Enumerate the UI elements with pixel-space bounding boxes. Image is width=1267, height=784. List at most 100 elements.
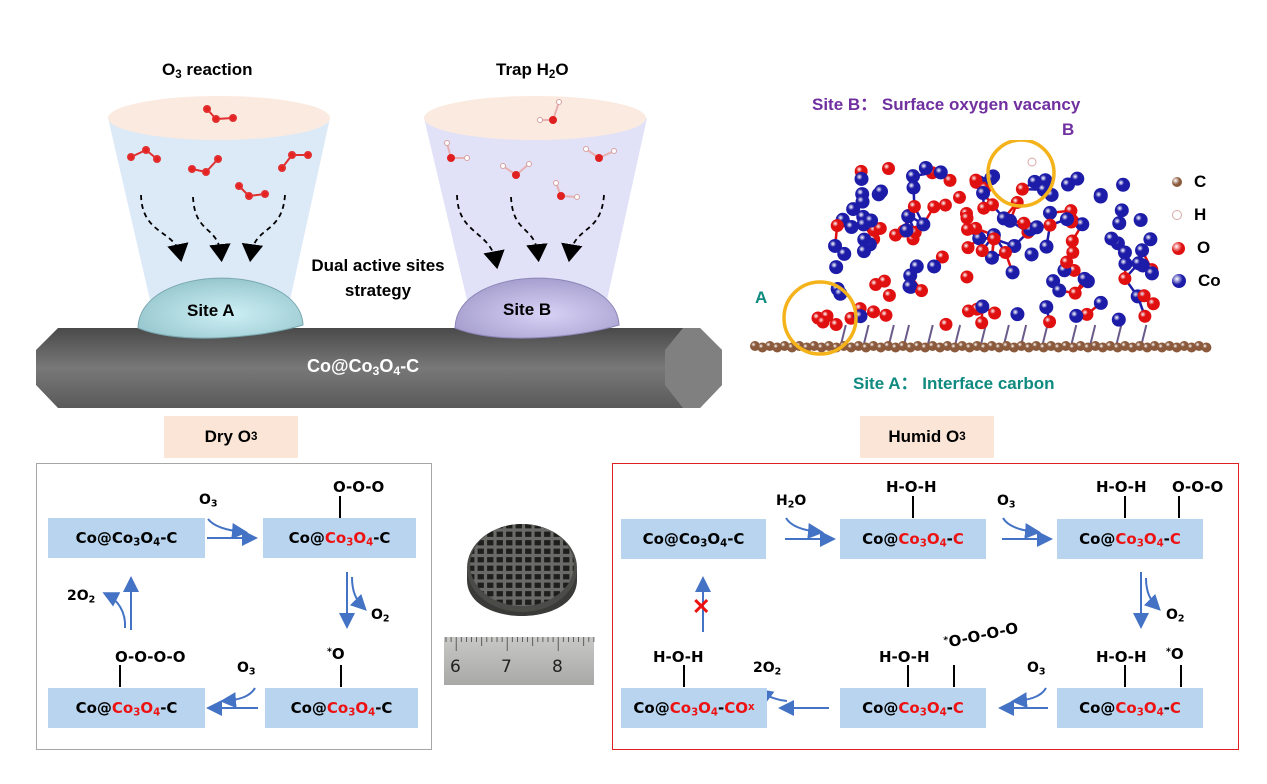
humid-water-1: H-O-H	[886, 478, 937, 496]
blocked-cross-icon: ✕	[692, 594, 711, 619]
oxygen-atom	[969, 173, 983, 187]
oxygen-atom	[988, 306, 1002, 320]
oxygen-atom	[1146, 297, 1160, 311]
cobalt-atom	[1114, 203, 1129, 218]
oxygen-atom	[975, 244, 989, 258]
cobalt-atom	[1143, 232, 1158, 247]
atom-c-icon	[1172, 177, 1182, 187]
oxygen-atom	[935, 250, 949, 264]
carbon-atom	[1083, 342, 1093, 353]
carbon-atom	[898, 341, 908, 351]
cobalt-atom	[1118, 256, 1133, 271]
cobalt-atom	[857, 232, 872, 247]
cobalt-atom	[1112, 216, 1127, 231]
site-a-title: Site A： Interface carbon	[853, 374, 1055, 393]
oxygen-atom	[1017, 216, 1031, 230]
marker-a: A	[755, 288, 768, 307]
humid-state-box: Co@Co3O4-C	[840, 688, 986, 728]
oxygen-atom	[829, 318, 843, 332]
ruler	[444, 637, 594, 685]
humid-cycle-panel	[612, 463, 1239, 750]
cobalt-atom	[1039, 300, 1054, 315]
humid-water-5: H-O-H	[653, 648, 704, 666]
cobalt-atom	[899, 223, 914, 238]
cobalt-atom	[1077, 271, 1092, 286]
cobalt-atom	[976, 186, 991, 201]
dry-ozone-adsorbate: O-O-O	[333, 478, 385, 496]
carbon-atom	[846, 342, 857, 353]
carbon-atom	[1157, 342, 1167, 353]
dry-o3-reactant-2: O3	[237, 660, 256, 678]
carbon-atom	[1097, 342, 1108, 353]
carbon-atom	[779, 341, 790, 351]
carbon-atom	[1127, 342, 1138, 353]
cobalt-atom	[1144, 266, 1159, 281]
carbon-atom	[935, 342, 945, 353]
carbon-atom	[764, 341, 775, 351]
cobalt-atom	[905, 169, 920, 184]
cobalt-atom	[846, 202, 861, 217]
carbon-atom	[853, 341, 864, 351]
carbon-atom	[816, 342, 827, 353]
cobalt-atom	[856, 244, 871, 259]
dry-atomic-o: *O	[327, 645, 345, 663]
ruler-label: 6	[450, 657, 461, 677]
oxygen-atom	[943, 173, 957, 187]
oxygen-atom	[879, 308, 893, 322]
monolith-grid	[470, 524, 574, 606]
legend-label: O	[1197, 238, 1211, 257]
site-a-ring	[782, 280, 858, 356]
ruler-label: 8	[552, 657, 563, 677]
cobalt-atom	[1117, 245, 1132, 260]
legend-label: C	[1194, 172, 1207, 191]
cobalt-atom	[1005, 265, 1020, 280]
cobalt-atom	[902, 279, 917, 294]
cobalt-atom	[1111, 312, 1126, 327]
ozone-molecules	[127, 105, 312, 200]
humid-water-3: H-O-H	[1096, 648, 1147, 666]
legend-item-co: Co	[1172, 271, 1221, 291]
humid-o2-product: O2	[1166, 607, 1185, 625]
humid-o3-reactant-2: O3	[1027, 660, 1046, 678]
cobalt-atom	[1069, 308, 1084, 323]
oxygen-atom	[1080, 307, 1094, 321]
dry-state-box: Co@Co3O4-C	[48, 688, 205, 728]
humid-state-box: Co@Co3O4-C	[1057, 519, 1203, 559]
carbon-atom	[757, 342, 768, 353]
carbon-atom	[868, 341, 879, 351]
carbon-atom	[875, 342, 886, 353]
oxygen-atom	[987, 232, 1001, 246]
cobalt-atom	[984, 250, 999, 265]
humid-2o2-product: 2O2	[753, 660, 782, 678]
carbon-atom	[1201, 342, 1212, 353]
carbon-atom	[1149, 341, 1160, 351]
carbon-atom	[957, 341, 968, 351]
carbon-atom	[942, 341, 953, 351]
oxygen-atom	[960, 211, 974, 225]
carbon-atom	[979, 342, 990, 353]
cobalt-oxide-structure	[750, 140, 1212, 356]
oxygen-atom	[961, 222, 975, 236]
oxygen-atom	[977, 201, 991, 215]
cobalt-atom	[1093, 295, 1108, 310]
oxygen-atom	[881, 161, 895, 175]
carbon-atom	[972, 341, 982, 351]
strategy-label: Dual active sites strategy	[290, 253, 466, 303]
carbon-atom	[809, 341, 820, 351]
oxygen-atom	[1066, 245, 1080, 259]
site-a-dome	[137, 277, 304, 339]
humid-state-box: Co@Co3O4-C	[1057, 688, 1203, 728]
carbon-atom	[1053, 342, 1064, 353]
carbon-atom	[1090, 341, 1101, 351]
oxygen-atom	[873, 221, 887, 235]
cobalt-atom	[1131, 256, 1146, 271]
humid-water-4: H-O-H	[879, 648, 930, 666]
oxygen-atom	[1060, 255, 1074, 269]
carbon-atom	[927, 341, 938, 351]
cobalt-atom	[916, 217, 931, 232]
oxygen-atom	[1015, 182, 1029, 196]
marker-b: B	[1062, 120, 1075, 139]
